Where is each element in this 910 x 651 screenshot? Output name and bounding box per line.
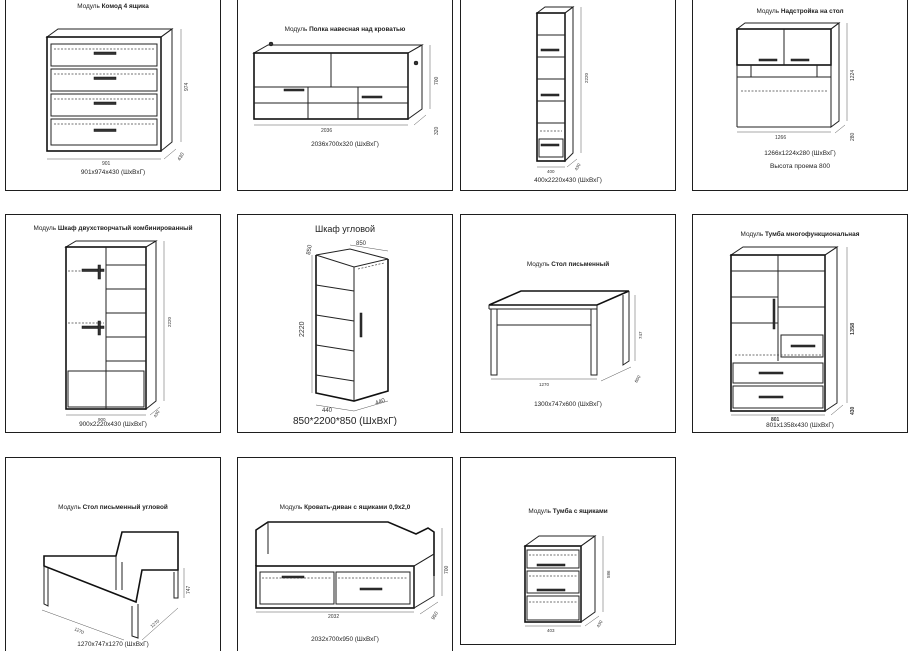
module-size: 901х974х430 (ШхВхГ)	[80, 169, 146, 176]
svg-text:1270: 1270	[539, 382, 550, 387]
module-title: Модуль Надстройка на стол	[756, 8, 844, 15]
module-card-pencil-case: 400 2220 430 400х2220х430 (ШхВхГ)	[460, 0, 676, 191]
svg-text:901: 901	[102, 161, 111, 167]
module-size: 900х2220х430 (ШхВхГ)	[79, 421, 147, 428]
svg-text:747: 747	[638, 331, 643, 339]
svg-text:440: 440	[322, 408, 333, 414]
svg-text:280: 280	[850, 132, 856, 141]
svg-text:1266: 1266	[775, 135, 786, 141]
svg-text:440: 440	[375, 398, 387, 407]
module-card-desk: Модуль Стол письменный 1270 747 600 1300…	[460, 214, 676, 433]
commode-drawing: 901 974 430	[45, 28, 190, 167]
module-title: Модуль Стол письменный	[526, 261, 610, 268]
svg-text:1270: 1270	[149, 618, 160, 629]
pencil-case-drawing: 400 2220 430	[535, 6, 589, 174]
module-card-corner-wardrobe: Шкаф угловой 850 850 2220 440 440 850*22…	[237, 214, 453, 433]
module-card-wall-shelf: Модуль Полка навесная над кроватью 2036 …	[237, 0, 453, 191]
module-card-multi-cabinet: Модуль Тумба многофункциональная 801 135…	[692, 214, 908, 433]
svg-text:900: 900	[98, 417, 106, 422]
module-size: 400х2220х430 (ШхВхГ)	[534, 177, 602, 184]
svg-text:430: 430	[596, 619, 604, 628]
corner-desk-drawing: 1270 747 1270	[41, 531, 192, 641]
svg-text:2220: 2220	[299, 321, 306, 337]
module-title: Модуль Кровать-диван с ящиками 0,9х2,0	[279, 504, 411, 511]
svg-text:430: 430	[177, 152, 186, 162]
double-wardrobe-drawing: 900 2220 430	[64, 240, 172, 422]
module-size: 1270х747х1270 (ШхВхГ)	[77, 641, 149, 648]
svg-text:747: 747	[186, 585, 192, 594]
sofa-bed-drawing: 2032 700 950	[255, 521, 450, 621]
desk-top-drawing: 1266 1224 280	[735, 22, 856, 141]
svg-text:430: 430	[850, 406, 856, 415]
corner-wardrobe-drawing: 850 850 2220 440 440	[299, 241, 389, 414]
svg-text:700: 700	[434, 76, 440, 85]
svg-text:430: 430	[153, 409, 161, 418]
drawer-cabinet-drawing: 403 586 430	[523, 535, 611, 633]
svg-text:586: 586	[606, 570, 611, 578]
module-title: Шкаф угловой	[315, 224, 375, 234]
module-card-corner-desk: Модуль Стол письменный угловой 1270 747 …	[5, 457, 221, 651]
module-size: 850*2200*850 (ШхВхГ)	[293, 416, 397, 427]
svg-text:2032: 2032	[328, 614, 339, 620]
module-title: Модуль Шкаф двухстворчатый комбинированн…	[33, 225, 193, 232]
svg-text:400: 400	[547, 169, 555, 174]
svg-text:850: 850	[356, 241, 367, 247]
svg-text:600: 600	[634, 374, 642, 383]
module-card-sofa-bed: Модуль Кровать-диван с ящиками 0,9х2,0 2…	[237, 457, 453, 651]
wall-shelf-drawing: 2036 700 320	[252, 41, 440, 135]
module-card-desk-top: Модуль Надстройка на стол 1266 1224 280 …	[692, 0, 908, 191]
module-title: Модуль Тумба многофункциональная	[740, 231, 860, 238]
svg-text:403: 403	[547, 628, 555, 633]
svg-text:320: 320	[434, 126, 440, 135]
svg-text:950: 950	[431, 611, 440, 621]
module-card-double-wardrobe: Модуль Шкаф двухстворчатый комбинированн…	[5, 214, 221, 433]
svg-text:801: 801	[771, 417, 780, 423]
svg-text:1270: 1270	[74, 626, 86, 635]
svg-text:2036: 2036	[321, 128, 332, 134]
module-size: 801х1358х430 (ШхВхГ)	[766, 422, 834, 429]
svg-text:2220: 2220	[167, 316, 172, 327]
multi-cabinet-drawing: 801 1358 430	[729, 246, 856, 423]
svg-text:2220: 2220	[584, 72, 589, 83]
svg-text:430: 430	[574, 162, 582, 171]
module-card-commode: Модуль Комод 4 ящика 901 974 430 901х974…	[5, 0, 221, 191]
module-title: Модуль Тумба с ящиками	[528, 508, 608, 515]
module-size: 1266х1224х280 (ШхВхГ)	[764, 150, 836, 157]
svg-text:974: 974	[184, 82, 190, 91]
module-card-drawer-cabinet: Модуль Тумба с ящиками 403 586 430	[460, 457, 676, 645]
svg-text:1358: 1358	[850, 323, 856, 335]
module-title: Модуль Стол письменный угловой	[58, 504, 168, 511]
module-size: 2036х700х320 (ШхВхГ)	[311, 141, 379, 148]
svg-text:700: 700	[444, 565, 450, 574]
module-title: Модуль Полка навесная над кроватью	[284, 26, 406, 33]
module-note: Высота проема 800	[769, 163, 831, 170]
module-size: 2032х700х950 (ШхВхГ)	[311, 636, 379, 643]
module-title: Модуль Комод 4 ящика	[77, 3, 149, 10]
svg-text:850: 850	[306, 244, 314, 256]
module-size: 1300х747х600 (ШхВхГ)	[534, 401, 602, 408]
svg-text:1224: 1224	[850, 70, 856, 81]
desk-drawing: 1270 747 600	[488, 290, 643, 387]
